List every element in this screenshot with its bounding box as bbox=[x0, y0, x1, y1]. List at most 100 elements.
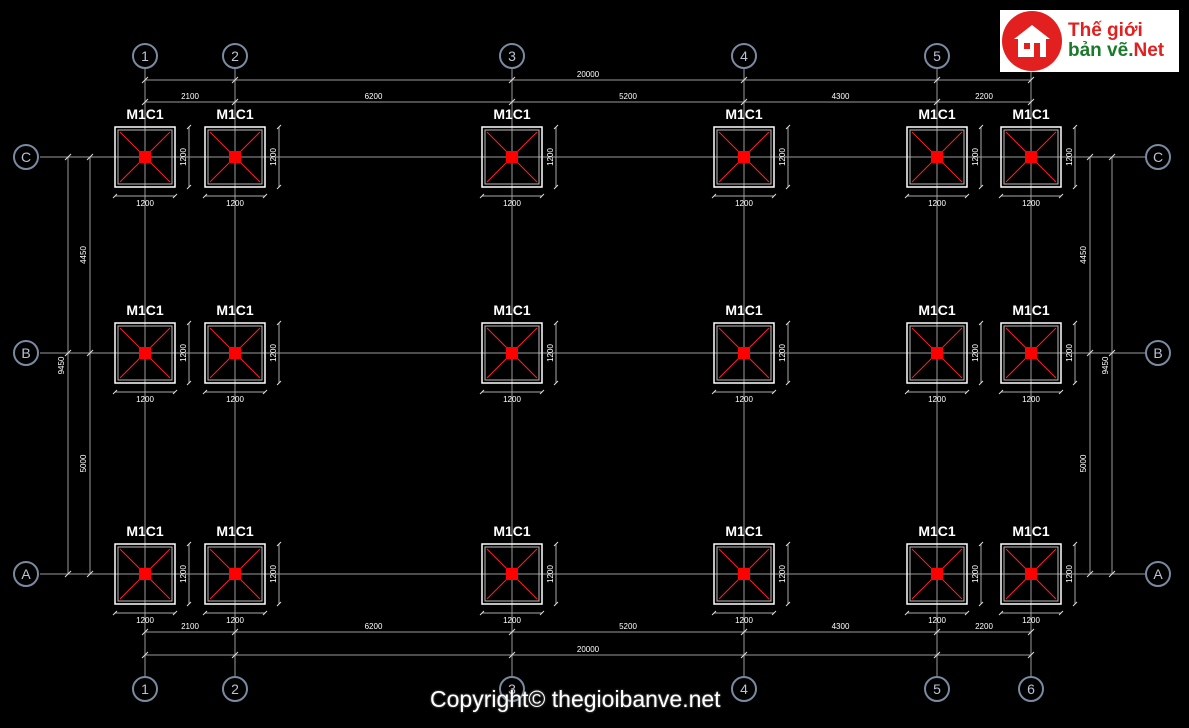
footing-C2-outline bbox=[204, 126, 266, 188]
footing-A3-label: M1C1 bbox=[493, 523, 531, 539]
dim-bottom-spacing-1: 2100 bbox=[181, 622, 199, 631]
footing-A4-outline bbox=[713, 543, 775, 605]
footing-C2-width-tick bbox=[202, 193, 208, 199]
footing-B3-depth-tick bbox=[553, 320, 559, 326]
footing-B6-width-text: 1200 bbox=[1022, 395, 1040, 404]
footing-C3-depth-tick bbox=[553, 124, 559, 130]
footing-B6-inner bbox=[1003, 325, 1059, 381]
footing-C5-depth-tick bbox=[978, 124, 984, 130]
dim-top-tick bbox=[231, 98, 239, 106]
footing-B1-width-text: 1200 bbox=[136, 395, 154, 404]
dim-bottom-tick bbox=[508, 651, 516, 659]
axis-left-C-bubble bbox=[13, 144, 39, 170]
logo-line2-b: Net bbox=[1133, 40, 1165, 61]
dim-top-spacing-3: 5200 bbox=[619, 92, 637, 101]
dim-right-tick bbox=[1108, 349, 1116, 357]
footing-B5-depth-tick bbox=[978, 380, 984, 386]
footing-B2-depth-tick bbox=[276, 380, 282, 386]
dim-right-tick bbox=[1086, 153, 1094, 161]
axis-right-A-bubble bbox=[1145, 561, 1171, 587]
footing-B6-depth-tick bbox=[1072, 380, 1078, 386]
footing-B6-outline bbox=[1000, 322, 1062, 384]
footing-B5-label: M1C1 bbox=[918, 302, 956, 318]
footing-C6-column bbox=[1025, 151, 1037, 163]
footing-B3-column bbox=[506, 347, 518, 359]
footing-B6-width-tick bbox=[998, 389, 1004, 395]
footing-A5-inner bbox=[909, 546, 965, 602]
footing-C3-outline bbox=[481, 126, 543, 188]
footing-C3-width-tick bbox=[539, 193, 545, 199]
footing-A3-depth-text: 1200 bbox=[546, 565, 555, 583]
footing-A4-depth-tick bbox=[785, 601, 791, 607]
footing-B4-depth-text: 1200 bbox=[778, 344, 787, 362]
dim-top-tick bbox=[231, 76, 239, 84]
footing-B2-depth-text: 1200 bbox=[269, 344, 278, 362]
footing-A2-width-text: 1200 bbox=[226, 616, 244, 625]
footing-C1-width-tick bbox=[172, 193, 178, 199]
dim-bottom-tick bbox=[740, 628, 748, 636]
footing-B5-inner bbox=[909, 325, 965, 381]
axis-top-4-label: 4 bbox=[740, 48, 748, 64]
footing-B2-outline bbox=[204, 322, 266, 384]
footing-B4-outline bbox=[713, 322, 775, 384]
footing-C1-label: M1C1 bbox=[126, 106, 164, 122]
footing-C6-depth-text: 1200 bbox=[1065, 148, 1074, 166]
axis-top-5-label: 5 bbox=[933, 48, 941, 64]
footing-A3-width-tick bbox=[539, 610, 545, 616]
dim-top-tick bbox=[740, 98, 748, 106]
footing-A4-depth-text: 1200 bbox=[778, 565, 787, 583]
dim-bottom-tick bbox=[141, 628, 149, 636]
dim-bottom-tick bbox=[1027, 628, 1035, 636]
footing-B5-depth-tick bbox=[978, 320, 984, 326]
dim-bottom-tick bbox=[508, 628, 516, 636]
footing-B4-label: M1C1 bbox=[725, 302, 763, 318]
footing-A6-outline bbox=[1000, 543, 1062, 605]
footing-A6-column bbox=[1025, 568, 1037, 580]
dim-top-spacing-4: 4300 bbox=[832, 92, 850, 101]
footing-C3-width-tick bbox=[479, 193, 485, 199]
footing-C2-depth-text: 1200 bbox=[269, 148, 278, 166]
dim-bottom-tick bbox=[1027, 651, 1035, 659]
dim-top-tick bbox=[740, 76, 748, 84]
footing-C6-depth-tick bbox=[1072, 124, 1078, 130]
footing-C4-outline bbox=[713, 126, 775, 188]
footing-A2-depth-tick bbox=[276, 601, 282, 607]
dim-top-tick bbox=[141, 98, 149, 106]
footing-B4-depth-tick bbox=[785, 380, 791, 386]
footing-A5-width-tick bbox=[964, 610, 970, 616]
footing-B6-label: M1C1 bbox=[1012, 302, 1050, 318]
footing-A4-width-tick bbox=[771, 610, 777, 616]
dim-right-total-text: 9450 bbox=[1101, 356, 1110, 374]
footing-A5-label: M1C1 bbox=[918, 523, 956, 539]
axis-bottom-1-bubble bbox=[132, 676, 158, 702]
footing-B2-label: M1C1 bbox=[216, 302, 254, 318]
dim-left-tick bbox=[86, 570, 94, 578]
footing-A3-column bbox=[506, 568, 518, 580]
footing-A4-width-text: 1200 bbox=[735, 616, 753, 625]
footing-B5-width-text: 1200 bbox=[928, 395, 946, 404]
footing-A2-width-tick bbox=[262, 610, 268, 616]
dim-left-tick bbox=[86, 349, 94, 357]
axis-left-A-label: A bbox=[21, 566, 31, 582]
logo-line2: bản vẽ.Net bbox=[1068, 41, 1164, 61]
dim-bottom-total-text: 20000 bbox=[577, 645, 600, 654]
footing-A4-width-tick bbox=[711, 610, 717, 616]
dim-right-spacing-1: 4450 bbox=[1079, 246, 1088, 264]
footing-A1-width-tick bbox=[112, 610, 118, 616]
footing-B2-width-tick bbox=[262, 389, 268, 395]
footing-C6-label: M1C1 bbox=[1012, 106, 1050, 122]
footing-B6-width-tick bbox=[1058, 389, 1064, 395]
footing-B5-column bbox=[931, 347, 943, 359]
footing-C1-width-tick bbox=[112, 193, 118, 199]
axis-bottom-5-label: 5 bbox=[933, 681, 941, 697]
dim-top-spacing-5: 2200 bbox=[975, 92, 993, 101]
site-logo[interactable]: Thế giới bản vẽ.Net bbox=[1000, 10, 1179, 72]
footing-A4-label: M1C1 bbox=[725, 523, 763, 539]
axis-top-5-bubble bbox=[924, 43, 950, 69]
footing-A3-depth-tick bbox=[553, 601, 559, 607]
footing-C3-inner bbox=[484, 129, 540, 185]
footing-C5-width-tick bbox=[904, 193, 910, 199]
footing-B5-width-tick bbox=[964, 389, 970, 395]
footing-A5-column bbox=[931, 568, 943, 580]
dim-right-tick bbox=[1086, 349, 1094, 357]
